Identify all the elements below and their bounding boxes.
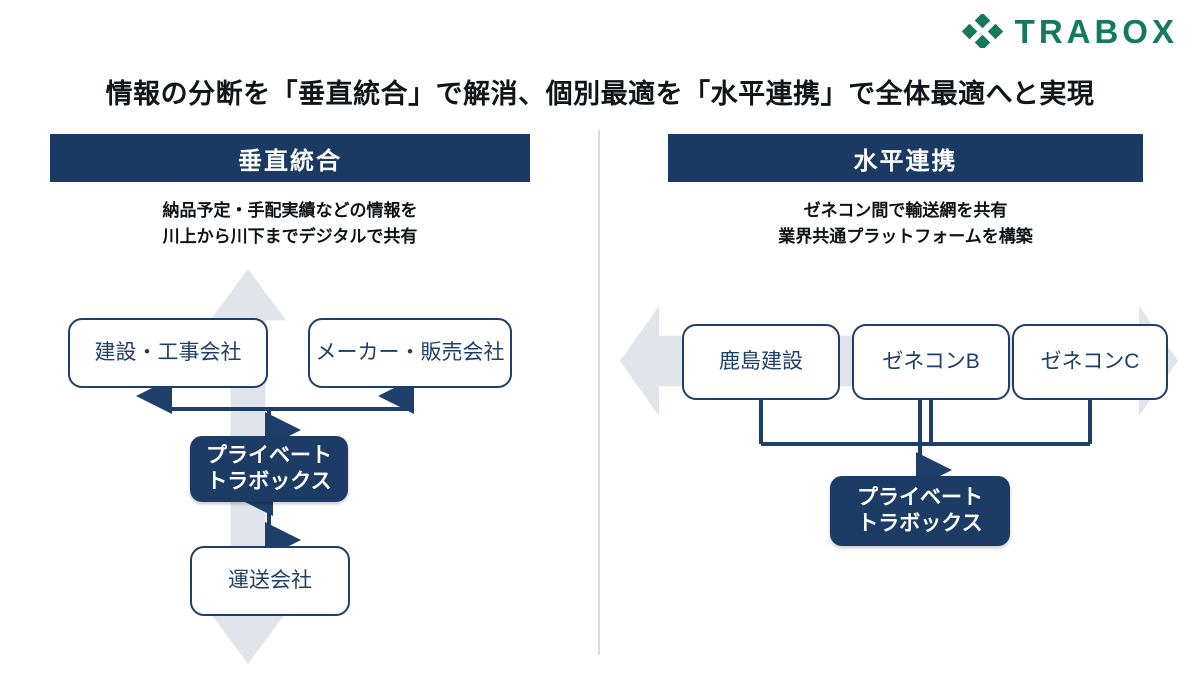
diamond-cluster-icon <box>961 12 1003 51</box>
box-transport-company[interactable]: 運送会社 <box>190 546 350 616</box>
subtitle-line-2: 川上から川下までデジタルで共有 <box>162 226 418 246</box>
brand-name: TRABOX <box>1014 12 1178 50</box>
box-kajima-construction[interactable]: 鹿島建設 <box>682 324 840 400</box>
brand-logo: TRABOX <box>961 12 1178 51</box>
subtitle-line-1: ゼネコン間で輸送網を共有 <box>803 201 1008 220</box>
column-header-horizontal: 水平連携 <box>668 134 1143 182</box>
column-divider <box>598 130 600 655</box>
box-maker-sales-company[interactable]: メーカー・販売会社 <box>308 318 512 388</box>
subtitle-line-2: 業界共通プラットフォームを構築 <box>778 226 1033 246</box>
column-vertical-integration: 垂直統合 納品予定・手配実績などの情報を 川上から川下までデジタルで共有 <box>50 134 530 249</box>
box-construction-company[interactable]: 建設・工事会社 <box>68 318 268 388</box>
page-title: 情報の分断を「垂直統合」で解消、個別最適を「水平連携」で全体最適へと実現 <box>105 79 1095 109</box>
box-private-trabox-left[interactable]: プライベート トラボックス <box>190 436 348 502</box>
private-trabox-line-1: プライベート <box>857 485 983 509</box>
private-trabox-line-1: プライベート <box>206 443 332 467</box>
box-private-trabox-right[interactable]: プライベート トラボックス <box>830 476 1010 546</box>
box-general-contractor-b[interactable]: ゼネコンB <box>852 324 1010 400</box>
column-subtitle-horizontal: ゼネコン間で輸送網を共有 業界共通プラットフォームを構築 <box>668 198 1143 249</box>
diagram-vertical-integration: 建設・工事会社 メーカー・販売会社 プライベート トラボックス 運送会社 <box>50 264 530 664</box>
box-general-contractor-c[interactable]: ゼネコンC <box>1012 324 1168 400</box>
column-header-vertical: 垂直統合 <box>50 134 530 182</box>
column-horizontal-cooperation: 水平連携 ゼネコン間で輸送網を共有 業界共通プラットフォームを構築 <box>668 134 1143 249</box>
column-subtitle-vertical: 納品予定・手配実績などの情報を 川上から川下までデジタルで共有 <box>50 198 530 249</box>
private-trabox-line-2: トラボックス <box>206 470 332 493</box>
subtitle-line-1: 納品予定・手配実績などの情報を <box>162 201 418 220</box>
diagram-horizontal-cooperation: 鹿島建設 ゼネコンB ゼネコンC プライベート トラボックス <box>620 264 1180 664</box>
private-trabox-line-2: トラボックス <box>857 512 983 535</box>
